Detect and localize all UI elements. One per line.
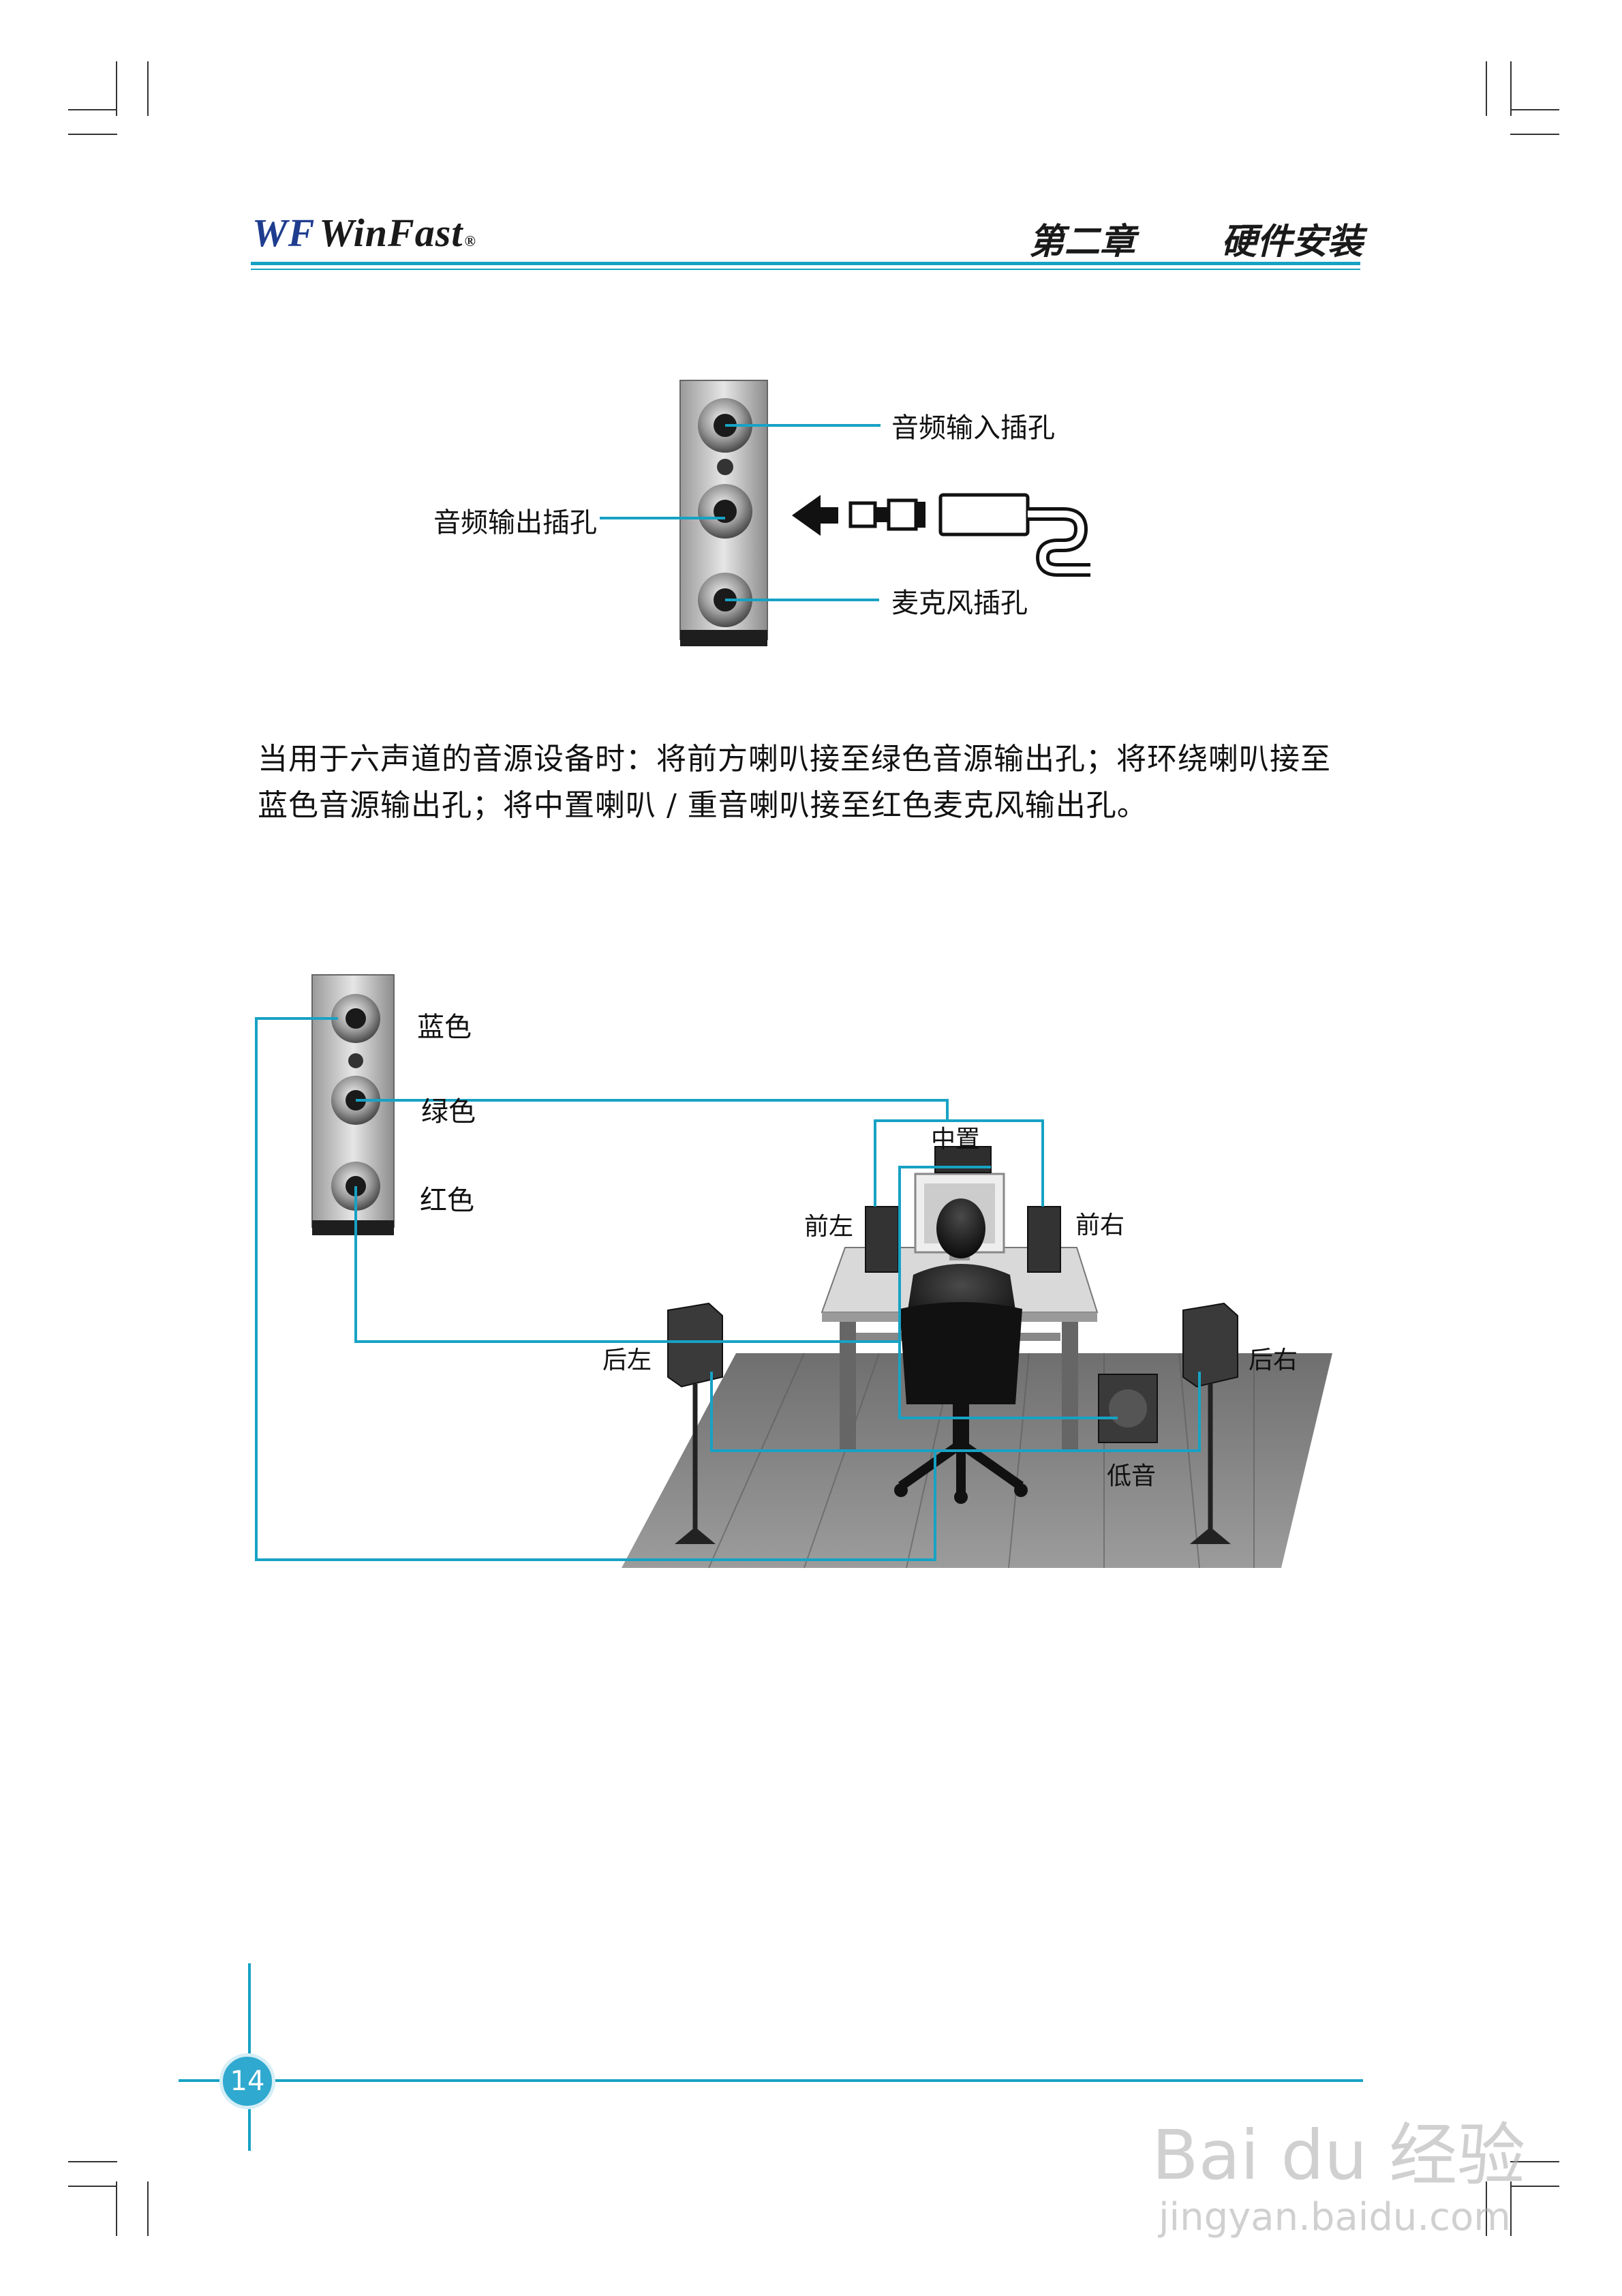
crop-mark-br-v1 bbox=[1486, 2181, 1487, 2236]
front-left-label: 前左 bbox=[804, 1213, 854, 1241]
green-label: 绿色 bbox=[421, 1096, 476, 1128]
crop-mark-bl-v2 bbox=[147, 2181, 149, 2236]
small-hole bbox=[717, 459, 733, 475]
crop-mark-tl-h2 bbox=[68, 134, 117, 135]
crop-mark-tr-h1 bbox=[1510, 109, 1559, 110]
crop-mark-tr-v2 bbox=[1510, 61, 1512, 116]
audio-in-label: 音频输入插孔 bbox=[891, 412, 1055, 444]
watermark-url: jingyan.baidu.com bbox=[1159, 2195, 1511, 2239]
body-paragraph: 当用于六声道的音源设备时：将前方喇叭接至绿色音源输出孔；将环绕喇叭接至 蓝色音源… bbox=[258, 736, 1375, 829]
chapter-heading: 第二章 硬件安装 bbox=[1029, 213, 1363, 264]
chapter-title: 硬件安装 bbox=[1221, 221, 1363, 262]
front-left-speaker bbox=[865, 1206, 899, 1273]
front-right-speaker bbox=[1027, 1206, 1061, 1273]
crop-mark-br-v2 bbox=[1510, 2181, 1512, 2236]
crop-mark-tr-h2 bbox=[1510, 134, 1559, 135]
brand-logo: WF WinFast ® bbox=[252, 210, 476, 256]
audio-out-label: 音频输出插孔 bbox=[433, 507, 597, 539]
rear-left-speaker bbox=[667, 1302, 723, 1544]
crop-mark-bl-h2 bbox=[68, 2186, 117, 2187]
six-channel-diagram bbox=[255, 974, 1332, 1569]
connection-lines bbox=[255, 1017, 1201, 1561]
crop-mark-br-h1 bbox=[1510, 2161, 1559, 2162]
audio-plug-icon bbox=[848, 493, 1090, 577]
listener-figure bbox=[894, 1198, 1028, 1504]
registered-mark: ® bbox=[464, 232, 476, 250]
header-rule bbox=[251, 262, 1360, 265]
footer-rule bbox=[179, 2079, 1363, 2082]
audio-jack-figure bbox=[600, 380, 1090, 646]
brand-name: WinFast bbox=[319, 211, 463, 255]
crop-mark-tl-h1 bbox=[68, 109, 117, 110]
crop-mark-bl-v1 bbox=[116, 2181, 117, 2236]
crop-mark-tl-v1 bbox=[116, 61, 117, 116]
arrow-left-icon bbox=[792, 495, 838, 536]
header-rule-thin bbox=[251, 269, 1360, 270]
mic-label: 麦克风插孔 bbox=[891, 588, 1028, 619]
paragraph-line-2: 蓝色音源输出孔；将中置喇叭 / 重音喇叭接至红色麦克风输出孔。 bbox=[258, 788, 1148, 823]
audio-out-jack bbox=[698, 484, 752, 539]
red-label: 红色 bbox=[420, 1185, 474, 1216]
center-label: 中置 bbox=[931, 1126, 981, 1153]
blue-jack bbox=[331, 994, 380, 1043]
crop-mark-tl-v2 bbox=[147, 61, 149, 116]
watermark-logo: Bai du 经验 bbox=[1152, 2115, 1526, 2195]
rear-left-label: 后左 bbox=[602, 1346, 652, 1374]
blue-label: 蓝色 bbox=[417, 1012, 472, 1043]
crop-mark-tr-v1 bbox=[1486, 61, 1487, 116]
crop-mark-br-h2 bbox=[1510, 2186, 1559, 2187]
page-number: 14 bbox=[219, 2053, 275, 2109]
rear-right-speaker bbox=[1182, 1302, 1238, 1544]
brand-mark: WF bbox=[252, 211, 316, 255]
subwoofer-label: 低音 bbox=[1107, 1462, 1157, 1490]
paragraph-line-1: 当用于六声道的音源设备时：将前方喇叭接至绿色音源输出孔；将环绕喇叭接至 bbox=[258, 742, 1331, 776]
chapter-number: 第二章 bbox=[1028, 221, 1135, 262]
front-right-label: 前右 bbox=[1075, 1211, 1125, 1239]
rear-right-label: 后右 bbox=[1249, 1346, 1298, 1374]
crop-mark-bl-h1 bbox=[68, 2161, 117, 2162]
